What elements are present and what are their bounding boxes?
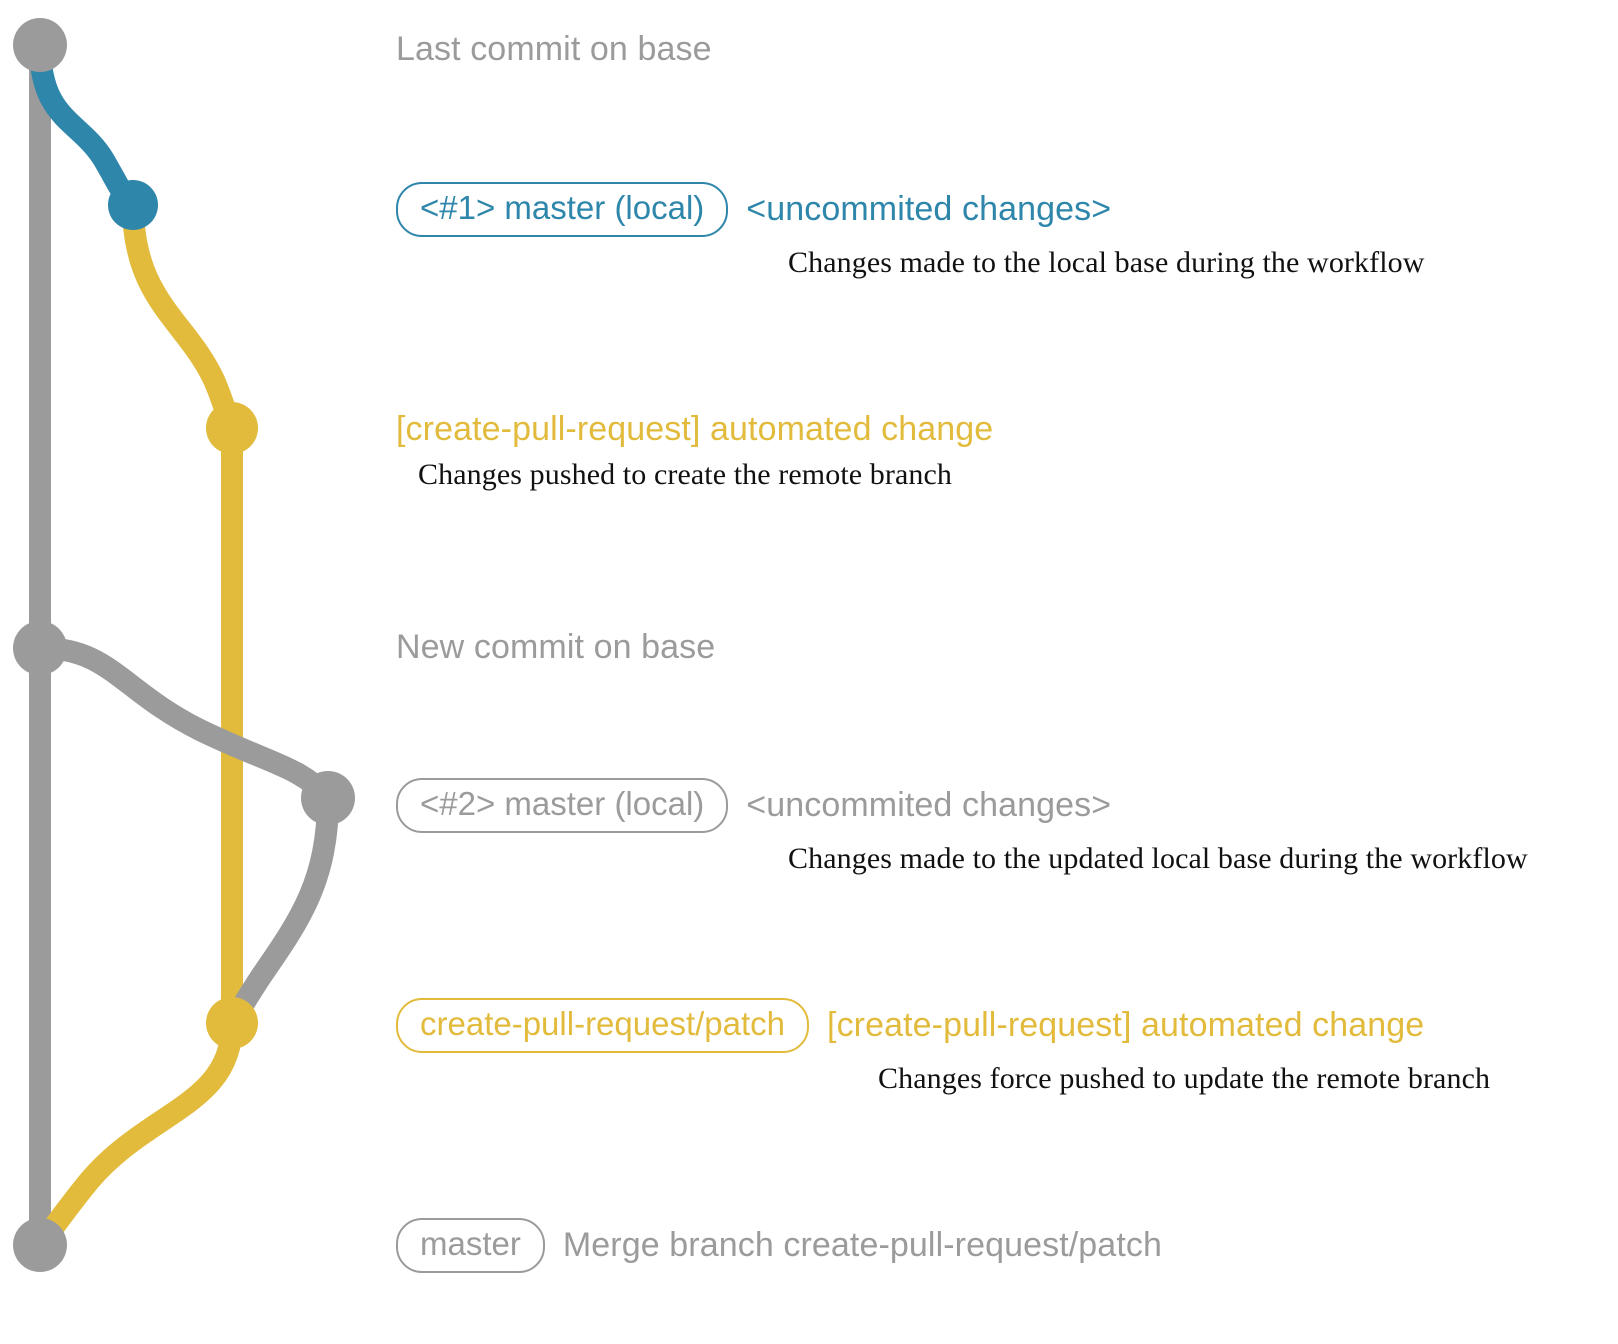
commit-node-base-last[interactable] [13, 18, 67, 72]
commit-node-patch-create[interactable] [206, 402, 258, 454]
local-2-to-patch-line [221, 787, 339, 1034]
commit-entry-last-commit-on-base: Last commit on base [396, 30, 712, 69]
patch-merge-line [29, 1012, 243, 1256]
commit-node-local-2[interactable] [301, 771, 355, 825]
commit-message: New commit on base [396, 628, 716, 666]
local-1-branch-line [29, 34, 144, 216]
commit-description: Changes made to the local base during th… [788, 246, 1425, 280]
commit-entry-master-merge-commit: master Merge branch create-pull-request/… [396, 1218, 1162, 1274]
commit-description: Changes made to the updated local base d… [788, 842, 1528, 876]
commit-node-base-new[interactable] [13, 621, 67, 675]
commit-node-local-1[interactable] [108, 180, 158, 230]
commit-message: <uncommited changes> [746, 786, 1112, 825]
branch-chip-master[interactable]: master [396, 1218, 545, 1274]
commit-entry-local-commit-2: <#2> master (local) <uncommited changes>… [396, 778, 1528, 876]
commit-node-patch-update[interactable] [206, 997, 258, 1049]
commit-message: [create-pull-request] automated change [396, 410, 994, 448]
commit-entry-local-commit-1: <#1> master (local) <uncommited changes>… [396, 182, 1425, 280]
commit-description: Changes pushed to create the remote bran… [418, 458, 952, 491]
branch-chip-local-1[interactable]: <#1> master (local) [396, 182, 729, 238]
commit-entry-new-commit-on-base: New commit on base [396, 628, 715, 667]
commit-nodes [13, 18, 355, 1272]
commit-entry-automated-change-update: create-pull-request/patch [create-pull-r… [396, 998, 1490, 1096]
patch-create-line [122, 194, 243, 439]
commit-node-master-merge[interactable] [13, 1218, 67, 1272]
commit-description: Changes force pushed to update the remot… [878, 1062, 1491, 1096]
commit-message: <uncommited changes> [746, 190, 1112, 229]
commit-message: Last commit on base [396, 30, 712, 68]
commit-message: Merge branch create-pull-request/patch [562, 1226, 1162, 1265]
branch-chip-local-2[interactable]: <#2> master (local) [396, 778, 729, 834]
commit-message: [create-pull-request] automated change [827, 1006, 1425, 1045]
local-2-branch-line [29, 637, 339, 809]
branch-chip-create-pull-request-patch[interactable]: create-pull-request/patch [396, 998, 810, 1054]
commit-entry-automated-change-create: [create-pull-request] automated change C… [396, 410, 993, 492]
